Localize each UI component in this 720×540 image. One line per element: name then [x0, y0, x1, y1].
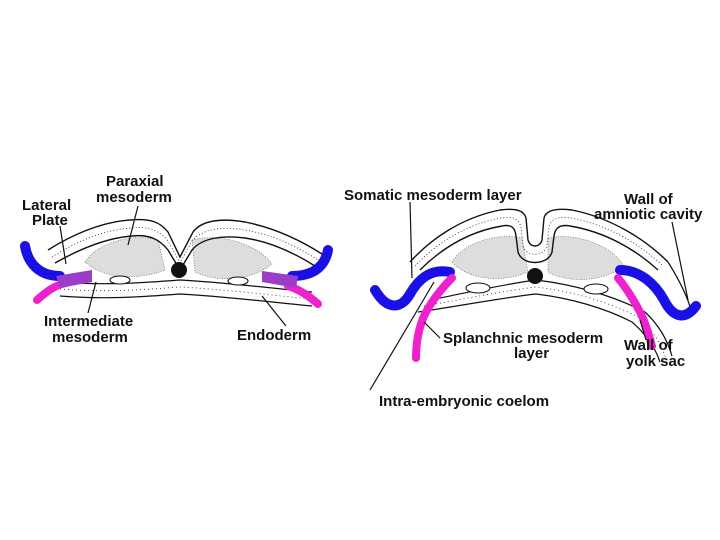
right-splanchnic-right [614, 274, 656, 350]
splanchnic-leader [423, 321, 441, 339]
right-ectoderm-cells [414, 217, 664, 267]
right-splanchnic-left [412, 274, 456, 362]
coelom-leader [369, 281, 435, 391]
endoderm-leader [261, 295, 287, 327]
right-embryo-section: Somatic mesoderm layer Wall of amniotic … [344, 187, 703, 410]
right-notochord [527, 268, 543, 284]
splanchnic-label-line1: Splanchnic mesoderm [443, 330, 603, 347]
left-intermediate-right [262, 271, 298, 288]
intermediate-leader [87, 281, 97, 314]
endoderm-label: Endoderm [237, 327, 311, 344]
right-somite-right [547, 236, 625, 280]
coelom-label: Intra-embryonic coelom [379, 393, 549, 410]
yolk-sac-label-line1: Wall of [624, 337, 674, 354]
left-ectoderm-outer [47, 218, 323, 259]
somatic-label: Somatic mesoderm layer [344, 187, 522, 204]
left-intermediate-left [56, 270, 92, 288]
left-lateral-plate-left [20, 241, 65, 281]
left-splanchnic-right [284, 282, 322, 308]
left-endoderm-cells [59, 286, 313, 300]
right-endoderm-cells [423, 286, 667, 360]
right-ectoderm-inner [419, 224, 659, 271]
right-somite-left [451, 236, 529, 279]
yolk-sac-leader [639, 319, 647, 341]
intermediate-label-line1: Intermediate [44, 313, 133, 330]
lateral-plate-label-line2: Plate [32, 212, 68, 229]
somatic-leader [409, 201, 413, 279]
amniotic-label-line1: Wall of [624, 191, 674, 208]
left-endoderm-top [59, 279, 313, 293]
right-cavity-1 [465, 282, 491, 294]
right-ectoderm-outer [409, 208, 669, 263]
left-ectoderm-cells [51, 227, 319, 264]
right-cavity-2 [583, 283, 609, 295]
splanchnic-label-line2: layer [514, 345, 549, 362]
intermediate-label-line2: mesoderm [52, 329, 128, 346]
left-cavity-1 [109, 275, 131, 285]
amniotic-wall-leader [671, 221, 689, 301]
left-somite-left [84, 237, 166, 277]
yolk-sac-label-line2: yolk sac [626, 353, 685, 370]
paraxial-leader [127, 205, 139, 246]
paraxial-label-line1: Paraxial [106, 173, 164, 190]
right-somatic-left [370, 266, 455, 311]
left-cavity-2 [227, 276, 249, 286]
left-lateral-plate-right [287, 245, 333, 281]
left-endoderm-bottom [59, 293, 313, 307]
lateral-plate-leader [59, 225, 67, 265]
right-somatic-right [615, 265, 701, 321]
left-embryo-section: Lateral Plate Paraxial mesoderm Intermed… [20, 173, 333, 346]
left-ectoderm-inner [54, 234, 316, 272]
left-somite-right [191, 237, 273, 279]
left-notochord [171, 262, 187, 278]
paraxial-label-line2: mesoderm [96, 189, 172, 206]
amniotic-label-line2: amniotic cavity [594, 206, 703, 223]
lateral-plate-label-line1: Lateral [22, 197, 71, 214]
